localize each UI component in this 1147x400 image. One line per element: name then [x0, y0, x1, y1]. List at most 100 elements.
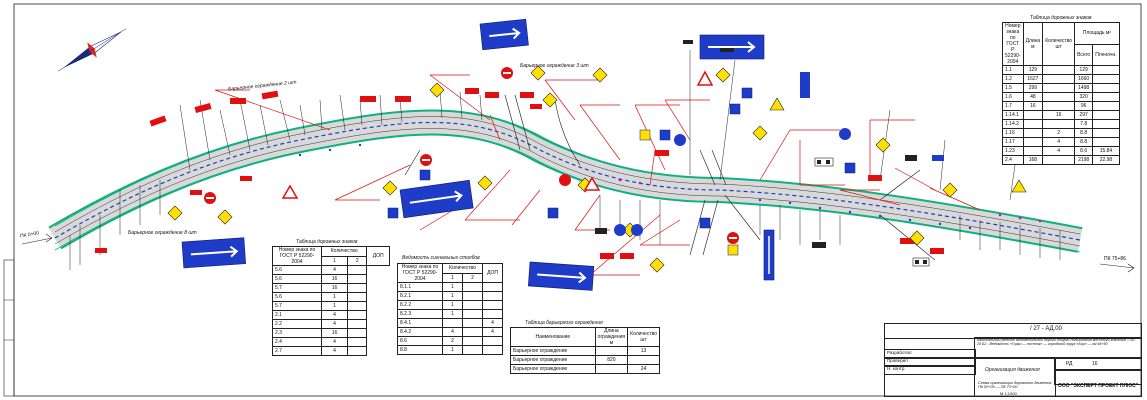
right-h2: Количество шт [1042, 22, 1076, 66]
guard-table-cell: 24 [627, 364, 660, 374]
right-sub-1: Всего [1074, 43, 1094, 66]
signs-table-cell [347, 328, 368, 338]
guard-table-row: Барьерное ограждение 24 [510, 364, 660, 374]
right-table-cell: 1660 [1074, 74, 1094, 84]
right-table-cell: 1.1 [1002, 65, 1024, 75]
right-table-cell [1042, 65, 1076, 75]
posts-table-cell: 1 [442, 291, 463, 301]
posts-table-cell [482, 291, 503, 301]
right-table-cell [1092, 92, 1120, 102]
right-table-cell: 1.5 [1002, 83, 1024, 93]
right-table-cell [1022, 146, 1044, 156]
blue-square-signs [387, 87, 856, 256]
guard-h1: Длина ограждения м [594, 327, 629, 347]
right-table-cell: 15.84 [1092, 146, 1120, 156]
right-table-cell: 1.14.2 [1002, 119, 1024, 129]
triangle-signs [281, 70, 1027, 199]
title-block-scale: М 1:1000 [1000, 391, 1017, 396]
right-table-cell: 129 [1022, 65, 1044, 75]
posts-table-cell: 8.2.1 [397, 291, 443, 301]
signs-table-cell: 16 [320, 274, 349, 284]
signs-table-cell [347, 337, 368, 347]
posts-table-cell: 4 [482, 327, 503, 337]
right-table-cell: 4 [1042, 137, 1076, 147]
signs-h0: Номер знака по ГОСТ Р 52290-2004 [272, 246, 322, 266]
right-table-cell [1042, 83, 1076, 93]
title-block-role-2: Проверил [887, 358, 908, 363]
signs-table-cell: 5.7 [272, 283, 322, 293]
right-table-cell [1092, 137, 1120, 147]
right-table-cell: 168 [1022, 155, 1044, 165]
signs-table-cell: 1 [320, 301, 349, 311]
signs-table-cell: 4 [320, 346, 349, 356]
right-table-cell: 2.4 [1002, 155, 1024, 165]
guard-table-cell: Барьерное ограждение [510, 364, 596, 374]
right-table-cell [1092, 119, 1120, 129]
right-table-cell: 299 [1022, 83, 1044, 93]
signs-table-cell [347, 283, 368, 293]
right-table-cell: 1.6 [1002, 92, 1024, 102]
signs-table-cell: 4 [320, 319, 349, 329]
side-roads [404, 94, 936, 261]
signs-table-cell: 16 [320, 328, 349, 338]
right-table-cell [1092, 65, 1120, 75]
right-table-cell [1022, 119, 1044, 129]
posts-table-cell: 8.4.1 [397, 318, 443, 328]
signs-h1: Количество [320, 246, 368, 257]
posts-table-cell [461, 282, 484, 292]
posts-table-cell [461, 300, 484, 310]
signs-table-cell: 4 [320, 310, 349, 320]
guard-table-cell: Барьерное ограждение [510, 355, 596, 365]
right-table-cell [1092, 128, 1120, 138]
main-road [48, 109, 1083, 253]
right-table-cell: 48 [1022, 92, 1044, 102]
signs-table-cell: 4 [320, 337, 349, 347]
signs-table-cell: 2.3 [272, 328, 322, 338]
right-table-cell: 4 [1042, 146, 1076, 156]
signs-table-cell [347, 301, 368, 311]
posts-table-cell [442, 318, 463, 328]
black-leaders [69, 50, 1061, 270]
signs-table-cell: 5.6 [272, 292, 322, 302]
title-block-role-3: Н. контр. [887, 366, 906, 371]
signs-table-cell [347, 346, 368, 356]
signs-sub-1: 1 [320, 255, 349, 266]
signs-table-cell: 5.6 [272, 274, 322, 284]
right-table-cell [1022, 110, 1044, 120]
right-table-cell: 7.8 [1074, 119, 1094, 129]
blue-direction-boards [181, 18, 810, 291]
signs-table-cell: 5.7 [272, 301, 322, 311]
posts-table-cell [482, 336, 503, 346]
guard-table-cell [627, 355, 660, 365]
right-table-cell [1092, 101, 1120, 111]
right-table-cell: 16 [1022, 101, 1044, 111]
posts-table-cell: 8.1.1 [397, 282, 443, 292]
posts-h0: Номер знака по ГОСТ Р 52290-2004 [397, 263, 443, 283]
right-table-cell: 22.98 [1092, 155, 1120, 165]
guard-table-cell [594, 364, 629, 374]
right-table-cell: 2198 [1074, 155, 1094, 165]
posts-table: Номер знака по ГОСТ Р 52290-2004 Количес… [397, 263, 503, 355]
signs-table-cell: 2.1 [272, 310, 322, 320]
guard-table-cell: 13 [627, 346, 660, 356]
right-table-cell: 129 [1074, 65, 1094, 75]
title-block-sheet-name: Организация движения [985, 367, 1040, 373]
posts-table-cell [461, 327, 484, 337]
title-block-sheet-number: 16 [1092, 361, 1098, 367]
marker-dots [298, 143, 972, 230]
